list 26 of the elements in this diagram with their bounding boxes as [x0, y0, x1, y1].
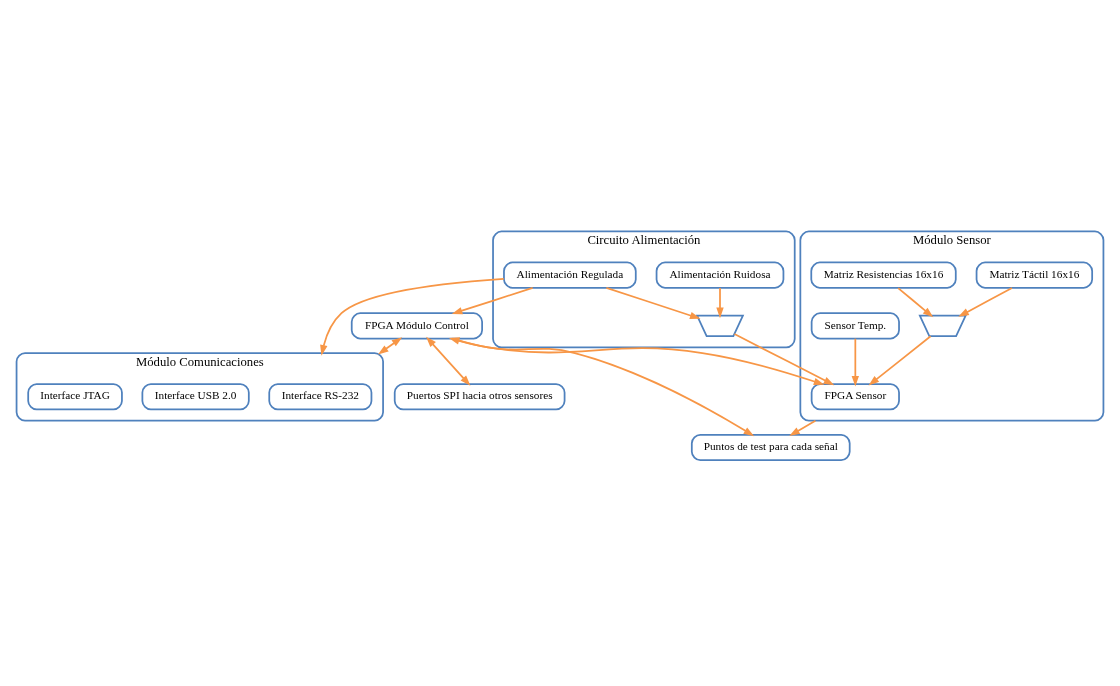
arrow: [716, 287, 724, 319]
node-trapezoid: [695, 314, 745, 337]
arrow: [897, 287, 934, 318]
node-box: Puntos de test para cada señal: [690, 433, 851, 462]
arrow: [451, 337, 755, 437]
node-box: Interface USB 2.0: [141, 383, 250, 411]
node-box: FPGA Sensor: [810, 383, 900, 411]
node-trapezoid: [918, 314, 968, 337]
node-box: Interface JTAG: [27, 383, 123, 411]
node-box: FPGA Módulo Control: [350, 312, 483, 340]
arrow: [789, 419, 817, 436]
node-box: Interface RS-232: [268, 383, 373, 411]
arrow: [733, 333, 835, 386]
node-box: Matriz Táctil 16x16: [975, 261, 1094, 289]
arrow: [605, 287, 701, 320]
arrow: [320, 277, 505, 356]
arrow: [451, 287, 534, 315]
node-box: Sensor Temp.: [810, 312, 900, 340]
arrow: [851, 337, 860, 387]
node-box: Matriz Resistencias 16x16: [810, 261, 957, 289]
node-box: Puertos SPI hacia otros sensores: [393, 383, 566, 411]
node-box: Alimentación Ruidosa: [655, 261, 785, 289]
node-box: Alimentación Regulada: [503, 261, 637, 289]
arrow: [378, 337, 403, 355]
arrow: [868, 335, 932, 386]
arrow: [958, 287, 1013, 317]
